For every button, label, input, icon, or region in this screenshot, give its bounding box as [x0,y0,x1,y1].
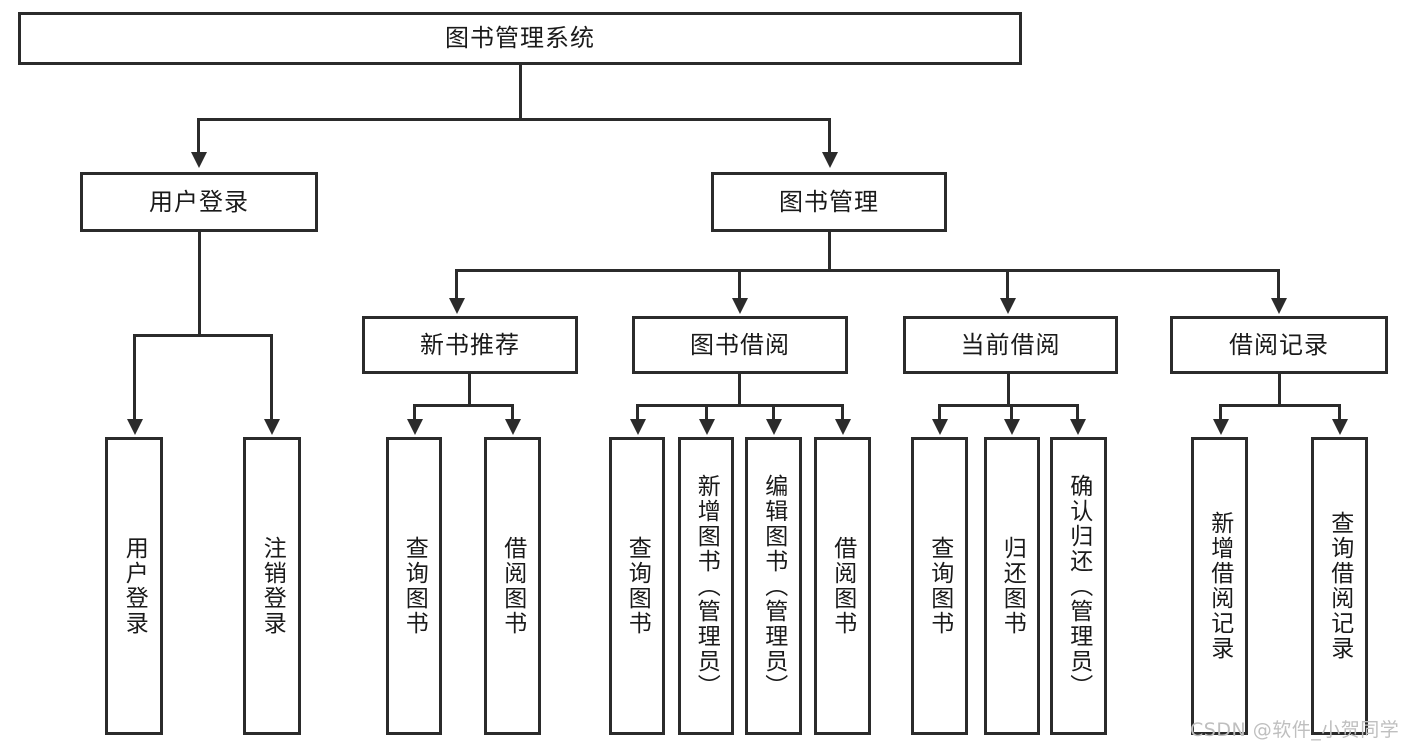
arrowhead-new-books [449,298,465,314]
edge-borrow-stem [738,374,741,406]
edge-book-mgmt-stem [828,232,831,271]
node-label: 用户登录 [121,536,148,636]
edge-borrow-to-leaf-4 [841,404,844,420]
edge-borrow-to-leaf-3 [772,404,775,420]
node-label: 图书管理系统 [445,24,595,53]
leaf-add-borrow-record[interactable]: 新增借阅记录 [1191,437,1248,735]
node-label: 用户登录 [149,187,249,216]
edge-book-mgmt-to-new-books [455,269,458,299]
node-user-login[interactable]: 用户登录 [80,172,318,232]
edge-current-to-leaf-1 [938,404,941,420]
edge-records-stem [1278,374,1281,406]
csdn-watermark: CSDN @软件_小贺同学 [1190,719,1400,741]
edge-records-to-leaf-1 [1219,404,1222,420]
node-label: 借阅图书 [499,536,526,636]
arrowhead-bw-add [699,419,715,435]
arrowhead-bw-lend [835,419,851,435]
node-book-management[interactable]: 图书管理 [711,172,947,232]
edge-root-to-book-mgmt [828,118,831,154]
edge-current-to-leaf-2 [1010,404,1013,420]
arrowhead-records [1271,298,1287,314]
node-book-borrow[interactable]: 图书借阅 [632,316,848,374]
edge-new-books-bus [413,404,513,407]
edge-user-login-to-leaf-2 [270,334,273,420]
node-label: 归还图书 [999,536,1026,636]
edge-book-mgmt-to-borrow [738,269,741,299]
node-label: 查询图书 [624,536,651,636]
leaf-query-books-borrow[interactable]: 查询图书 [609,437,665,735]
leaf-lend-book[interactable]: 借阅图书 [814,437,871,735]
arrowhead-nb-query [407,419,423,435]
leaf-return-book[interactable]: 归还图书 [984,437,1040,735]
edge-current-stem [1007,374,1010,406]
node-new-book-recommend[interactable]: 新书推荐 [362,316,578,374]
edge-new-books-to-leaf-1 [413,404,416,420]
arrowhead-br-query [1332,419,1348,435]
arrowhead-cb-query [932,419,948,435]
arrowhead-leaf-user-login [127,419,143,435]
arrowhead-br-add [1213,419,1229,435]
edge-current-to-leaf-3 [1076,404,1079,420]
node-label: 确认归还（管理员） [1065,473,1092,699]
edge-root-stem [519,65,522,118]
arrowhead-cb-return [1004,419,1020,435]
node-label: 借阅记录 [1229,330,1329,359]
edge-borrow-to-leaf-2 [705,404,708,420]
node-label: 新增图书（管理员） [693,473,720,699]
leaf-query-books-new[interactable]: 查询图书 [386,437,442,735]
edge-root-to-user-login [197,118,200,154]
arrowhead-borrow [732,298,748,314]
edge-current-bus [938,404,1078,407]
node-root-system[interactable]: 图书管理系统 [18,12,1022,65]
edge-book-mgmt-to-records [1277,269,1280,299]
arrowhead-cb-confirm [1070,419,1086,435]
node-label: 查询图书 [401,536,428,636]
arrowhead-bw-query [630,419,646,435]
edge-book-mgmt-to-current [1006,269,1009,299]
node-label: 借阅图书 [829,536,856,636]
arrowhead-nb-borrow [505,419,521,435]
edge-borrow-bus [636,404,843,407]
leaf-confirm-return-admin[interactable]: 确认归还（管理员） [1050,437,1107,735]
node-label: 图书管理 [779,187,879,216]
edge-new-books-stem [468,374,471,406]
edge-borrow-to-leaf-1 [636,404,639,420]
arrowhead-bw-edit [766,419,782,435]
leaf-borrow-books-new[interactable]: 借阅图书 [484,437,541,735]
edge-records-to-leaf-2 [1338,404,1341,420]
node-label: 编辑图书（管理员） [760,473,787,699]
edge-new-books-to-leaf-2 [511,404,514,420]
leaf-edit-book-admin[interactable]: 编辑图书（管理员） [745,437,802,735]
leaf-query-borrow-record[interactable]: 查询借阅记录 [1311,437,1368,735]
node-label: 新增借阅记录 [1206,511,1233,661]
leaf-logout[interactable]: 注销登录 [243,437,301,735]
node-label: 注销登录 [259,536,286,636]
arrowhead-current [1000,298,1016,314]
leaf-add-book-admin[interactable]: 新增图书（管理员） [678,437,734,735]
node-current-borrow[interactable]: 当前借阅 [903,316,1118,374]
node-label: 当前借阅 [960,330,1061,359]
leaf-user-login[interactable]: 用户登录 [105,437,163,735]
node-label: 新书推荐 [420,330,520,359]
leaf-query-books-current[interactable]: 查询图书 [911,437,968,735]
edge-user-login-bus [133,334,273,337]
edge-book-mgmt-bus [455,269,1280,272]
edge-user-login-to-leaf-1 [133,334,136,420]
node-borrow-records[interactable]: 借阅记录 [1170,316,1388,374]
node-label: 查询借阅记录 [1326,511,1353,661]
node-label: 查询图书 [926,536,953,636]
arrowhead-leaf-logout [264,419,280,435]
edge-user-login-stem [198,232,201,334]
arrowhead-book-mgmt [822,152,838,168]
node-label: 图书借阅 [690,330,790,359]
edge-root-bus [197,118,831,121]
edge-records-bus [1219,404,1340,407]
arrowhead-user-login [191,152,207,168]
